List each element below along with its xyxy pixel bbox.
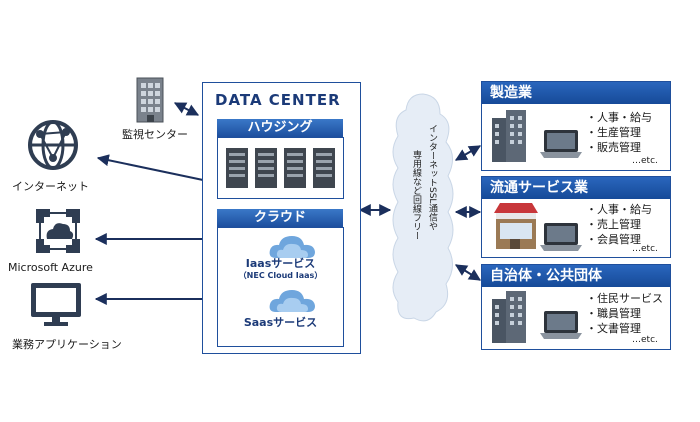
list-item: ・文書管理 xyxy=(586,322,641,335)
cloud-icon-saas xyxy=(269,290,315,312)
arrow-network-manufacturing xyxy=(454,145,482,161)
office-laptop-icon xyxy=(492,110,582,162)
apps-node: 業務アプリケーション xyxy=(2,280,132,352)
azure-node: Microsoft Azure xyxy=(2,205,112,275)
list-item: ・売上管理 xyxy=(586,218,641,231)
shop-laptop-icon xyxy=(494,203,582,251)
panel-manufacturing: 製造業 ・人事・給与 ・生産管理 ・販売管理 …etc. xyxy=(481,81,671,171)
internet-node: インターネット xyxy=(2,118,97,198)
network-text-line2: 専用線など回線フリー xyxy=(411,150,421,240)
arrow-internet-datacenter xyxy=(96,154,204,181)
azure-label: Microsoft Azure xyxy=(8,261,93,274)
arrow-monitoring-datacenter xyxy=(173,102,200,116)
housing-band: ハウジング xyxy=(217,119,343,137)
monitoring-center: 監視センター xyxy=(118,72,188,142)
cloud-icon-iaas xyxy=(269,236,315,258)
housing-box xyxy=(217,137,344,199)
etc-label: …etc. xyxy=(632,156,658,166)
building-icon xyxy=(136,77,164,123)
list-item: ・住民サービス xyxy=(586,292,663,305)
apps-label: 業務アプリケーション xyxy=(12,338,122,351)
monitoring-label: 監視センター xyxy=(122,128,188,141)
network-text-line1: インターネットSSL通信や xyxy=(427,124,437,231)
datacenter-box: DATA CENTER ハウジング クラウド Iaasサービス （NEC Clo… xyxy=(202,82,361,354)
server-rack-icon xyxy=(226,148,335,188)
azure-icon xyxy=(36,209,80,253)
arrow-network-government xyxy=(454,264,482,281)
iaas-sublabel: （NEC Cloud Iaas） xyxy=(238,271,323,280)
cloud-box: Iaasサービス （NEC Cloud Iaas） Saasサービス xyxy=(217,227,344,347)
saas-label: Saasサービス xyxy=(243,316,318,329)
list-item: ・職員管理 xyxy=(586,307,641,320)
list-item: ・生産管理 xyxy=(586,126,641,139)
panel-title: 流通サービス業 xyxy=(482,177,670,199)
cloud-band: クラウド xyxy=(217,209,343,227)
list-item: ・会員管理 xyxy=(586,233,641,246)
panel-title: 自治体・公共団体 xyxy=(482,265,670,287)
globe-icon xyxy=(28,120,78,170)
internet-label: インターネット xyxy=(12,180,89,193)
etc-label: …etc. xyxy=(632,335,658,345)
panel-title: 製造業 xyxy=(482,82,670,104)
etc-label: …etc. xyxy=(632,244,658,254)
office-laptop-icon xyxy=(492,291,582,343)
monitor-icon xyxy=(31,283,81,326)
list-item: ・販売管理 xyxy=(586,141,641,154)
network-cloud-shape xyxy=(392,93,454,322)
iaas-label: Iaasサービス xyxy=(245,257,316,270)
panel-distribution: 流通サービス業 ・人事・給与 ・売上管理 ・会員管理 …etc. xyxy=(481,176,671,258)
list-item: ・人事・給与 xyxy=(586,203,652,216)
panel-government: 自治体・公共団体 ・住民サービス ・職員管理 ・文書管理 …etc. xyxy=(481,264,671,350)
list-item: ・人事・給与 xyxy=(586,111,652,124)
datacenter-title: DATA CENTER xyxy=(215,91,341,109)
